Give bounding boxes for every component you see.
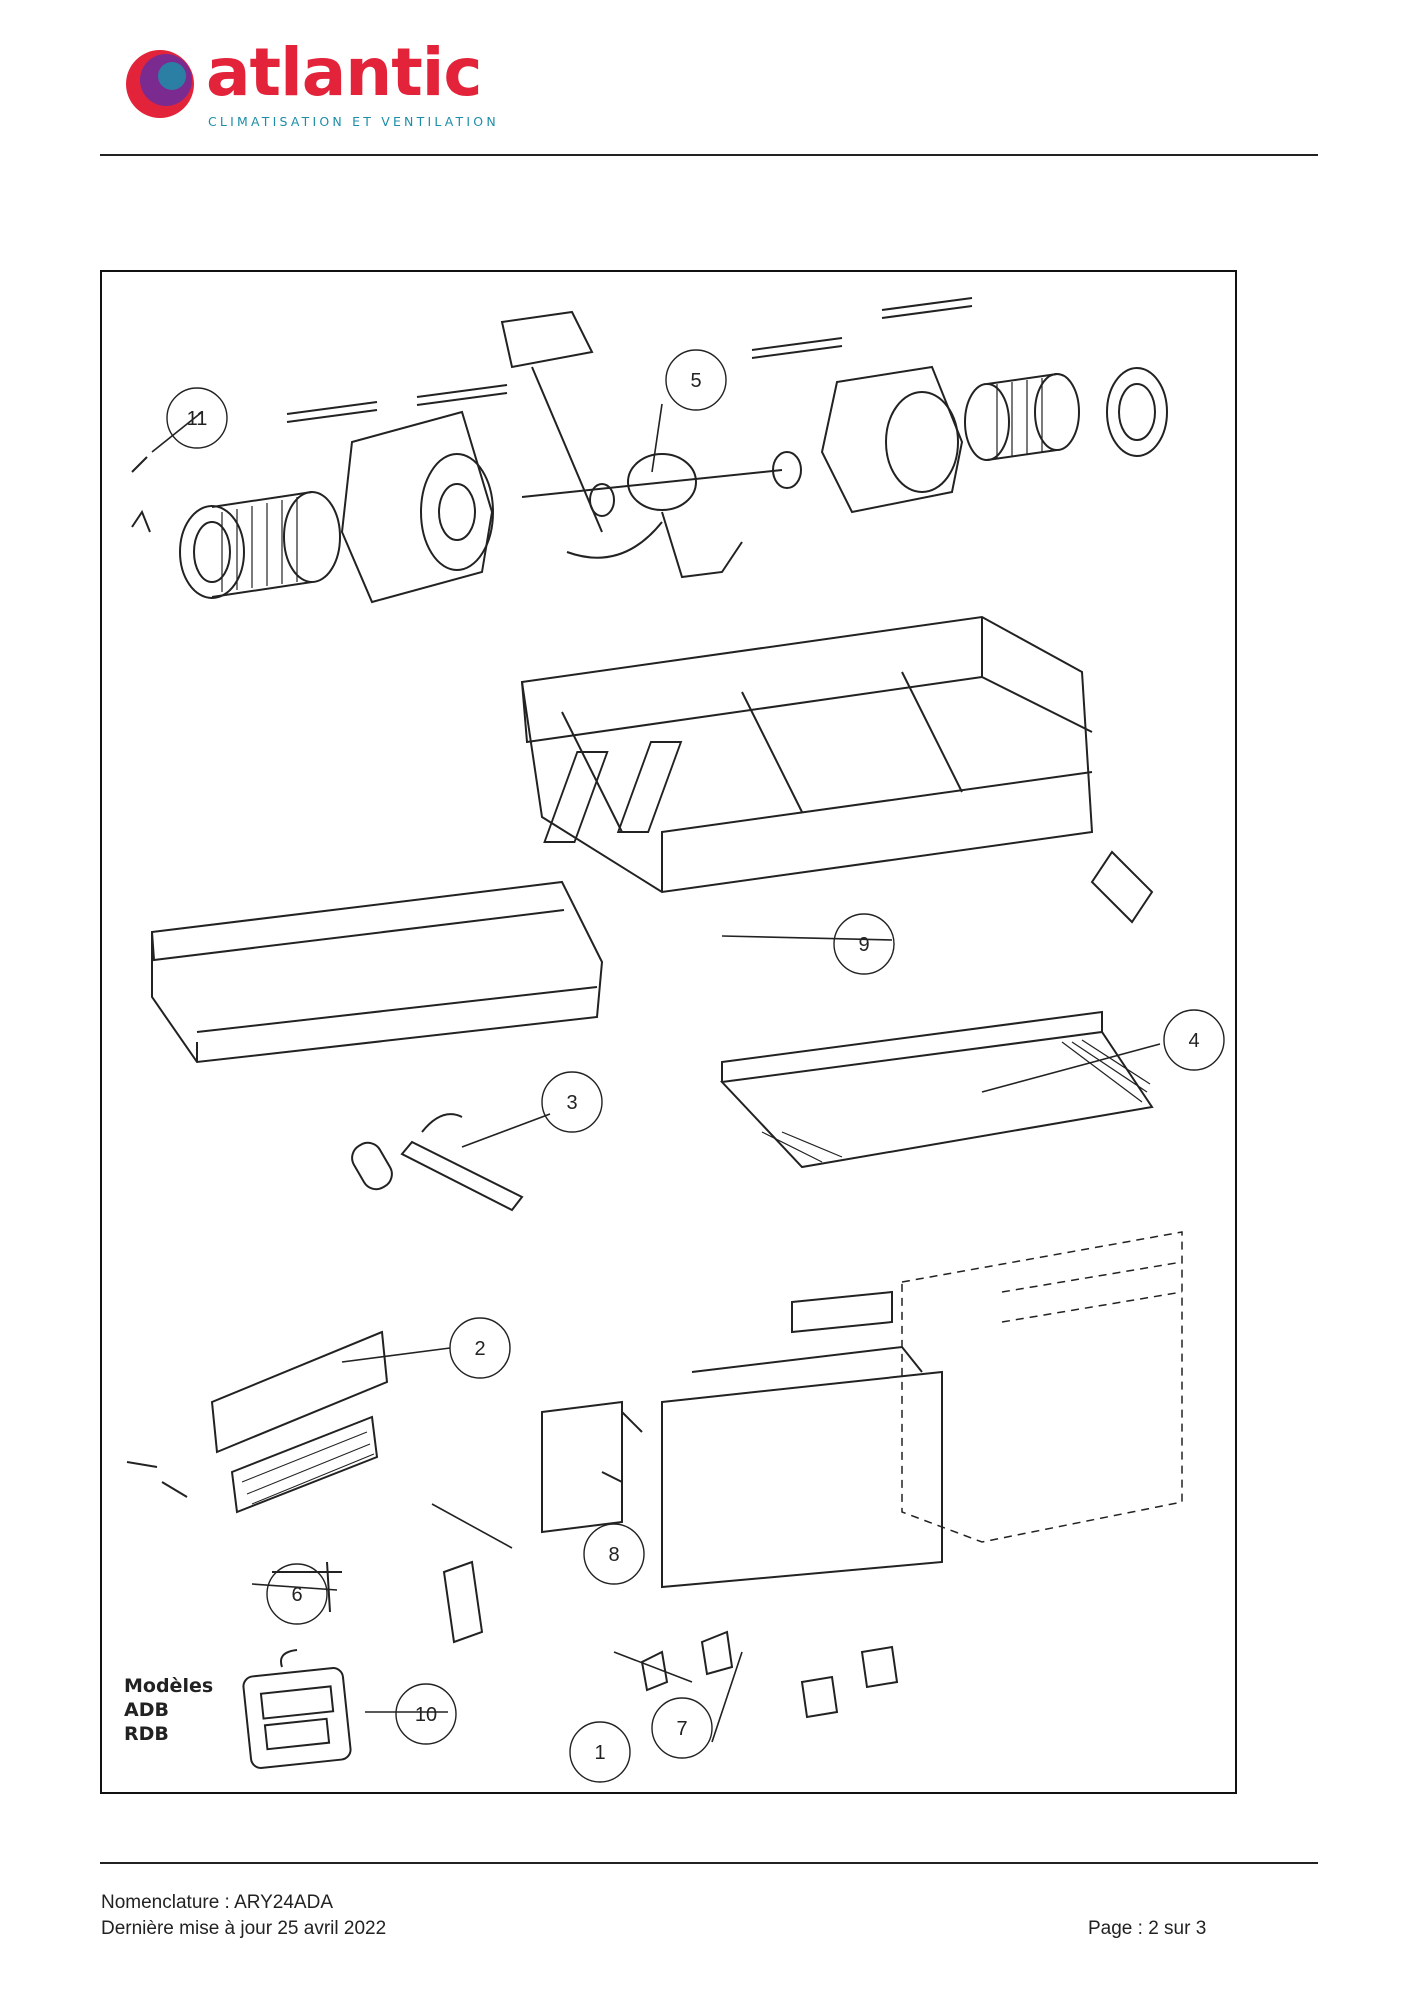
callout-2-label: 2 bbox=[474, 1338, 485, 1360]
callout-leaders bbox=[151, 403, 1161, 1743]
callout-3-label: 3 bbox=[566, 1092, 577, 1114]
blower-motor bbox=[500, 310, 802, 579]
callout-5-label: 5 bbox=[690, 370, 701, 392]
front-panel bbox=[151, 880, 604, 1064]
callout-6: 6 bbox=[266, 1563, 328, 1625]
exploded-view-drawing: 1 2 3 4 5 6 7 8 9 10 11 bbox=[126, 297, 1225, 1783]
callout-11: 11 bbox=[166, 387, 228, 449]
footer-divider bbox=[100, 1862, 1318, 1864]
nomenclature-text: Nomenclature : ARY24ADA bbox=[101, 1892, 333, 1913]
callout-4: 4 bbox=[1163, 1009, 1225, 1071]
exploded-view-diagram: 1 2 3 4 5 6 7 8 9 10 11 Modèles ADB RDB bbox=[100, 270, 1237, 1794]
blower-right-wheel bbox=[964, 367, 1168, 461]
models-label: Modèles ADB RDB bbox=[124, 1674, 213, 1746]
callout-9: 9 bbox=[833, 913, 895, 975]
chassis-frame bbox=[520, 615, 1154, 924]
callout-4-label: 4 bbox=[1188, 1030, 1199, 1052]
header-divider bbox=[100, 154, 1318, 156]
callout-8-label: 8 bbox=[608, 1544, 619, 1566]
models-label-rdb: RDB bbox=[124, 1723, 169, 1745]
drain-hose-parts bbox=[351, 1113, 524, 1212]
remote-control bbox=[242, 1649, 352, 1769]
callout-3: 3 bbox=[541, 1071, 603, 1133]
callout-1-label: 1 bbox=[594, 1742, 605, 1764]
control-box bbox=[272, 1290, 943, 1719]
blower-right-housing bbox=[751, 297, 973, 514]
evaporator-coil bbox=[719, 1010, 1154, 1169]
last-updated-text: Dernière mise à jour 25 avril 2022 bbox=[101, 1918, 387, 1939]
callout-9-label: 9 bbox=[858, 934, 869, 956]
callout-11-label: 11 bbox=[187, 408, 208, 430]
callout-7-label: 7 bbox=[676, 1718, 687, 1740]
callout-8: 8 bbox=[583, 1523, 645, 1585]
air-filter bbox=[126, 1330, 389, 1514]
blower-left-housing bbox=[286, 384, 508, 604]
callout-10-label: 10 bbox=[415, 1704, 437, 1726]
callout-2: 2 bbox=[449, 1317, 511, 1379]
outdoor-ghost-unit bbox=[901, 1231, 1183, 1543]
models-label-title: Modèles bbox=[124, 1675, 214, 1697]
callout-10: 10 bbox=[395, 1683, 457, 1745]
callout-5: 5 bbox=[665, 349, 727, 411]
callout-1: 1 bbox=[569, 1721, 631, 1783]
models-label-adb: ADB bbox=[124, 1699, 169, 1721]
brand-logo: atlantic CLIMATISATION ET VENTILATION bbox=[120, 34, 500, 140]
page-number: Page : 2 sur 3 bbox=[1088, 1918, 1207, 1939]
brand-tagline: CLIMATISATION ET VENTILATION bbox=[208, 114, 499, 129]
callout-6-label: 6 bbox=[291, 1584, 302, 1606]
callout-7: 7 bbox=[651, 1697, 713, 1759]
logo-mark-icon bbox=[126, 50, 194, 118]
blower-left-wheel bbox=[131, 456, 341, 599]
brand-name: atlantic bbox=[206, 34, 483, 111]
